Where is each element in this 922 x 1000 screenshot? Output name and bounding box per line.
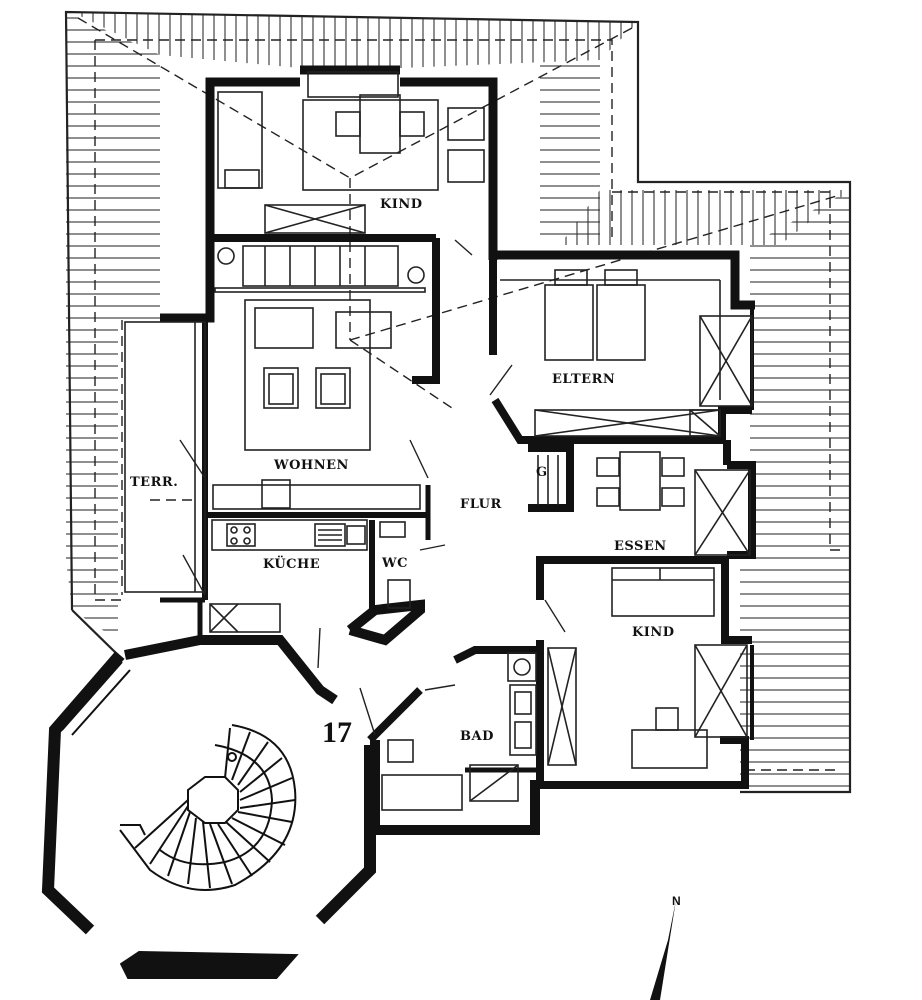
room-label-terrace: TERR. xyxy=(130,475,178,490)
room-label-eltern: ELTERN xyxy=(552,372,615,387)
spiral-staircase xyxy=(119,724,297,891)
door-swings xyxy=(179,239,566,736)
stair-tower xyxy=(41,651,376,979)
exterior-walls xyxy=(124,65,756,835)
room-label-flur: FLUR xyxy=(460,497,502,512)
roof-outline xyxy=(64,10,852,794)
roof-hatching xyxy=(66,12,850,790)
room-label-wohnen: WOHNEN xyxy=(273,458,349,473)
north-label: N xyxy=(672,894,681,908)
interior-lines xyxy=(124,71,753,811)
room-label-kueche: KÜCHE xyxy=(263,555,320,572)
room-label-kind-right: KIND xyxy=(632,625,675,640)
unit-number: 17 xyxy=(322,716,352,749)
room-label-g: G xyxy=(536,465,548,480)
room-label-kind-top: KIND xyxy=(380,197,423,212)
room-label-bad: BAD xyxy=(460,729,494,744)
room-label-essen: ESSEN xyxy=(614,539,667,554)
roof-ridge-lines xyxy=(77,17,841,771)
room-label-wc: WC xyxy=(381,556,408,571)
north-arrow-icon xyxy=(650,900,676,1000)
